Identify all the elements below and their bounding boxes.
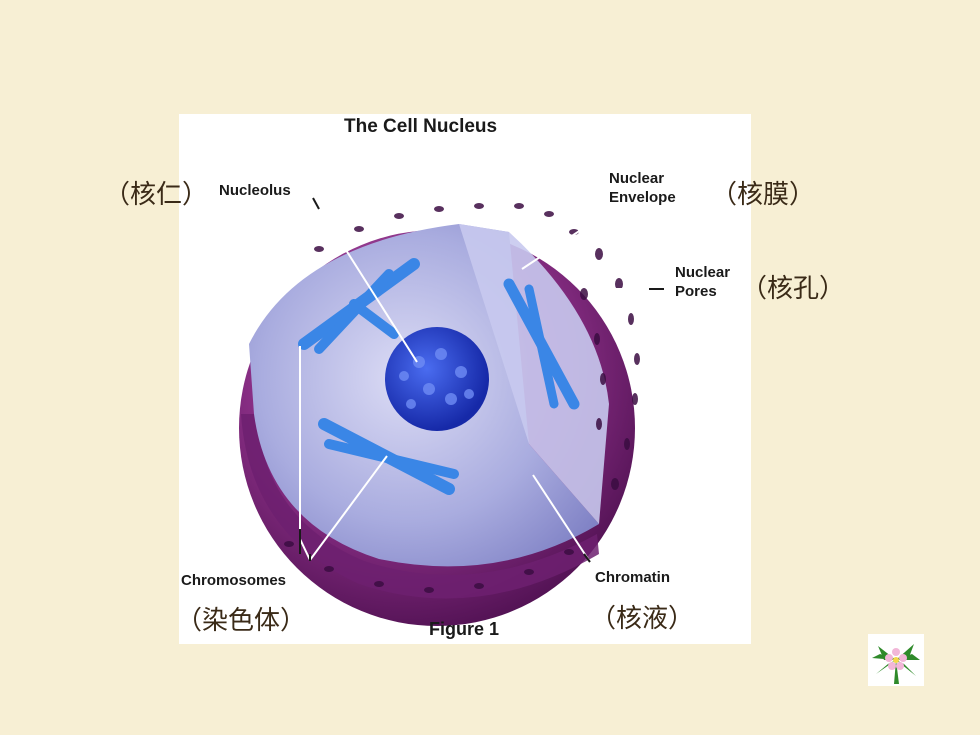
- label-nuclear-pores-2: Pores: [675, 283, 717, 300]
- label-nuclear-envelope-2: Envelope: [609, 189, 676, 206]
- label-chromatin: Chromatin: [595, 569, 670, 586]
- nucleus-diagram: [239, 197, 665, 626]
- figure-title: The Cell Nucleus: [344, 116, 498, 137]
- figure-caption: Figure 1: [429, 619, 500, 639]
- label-chromosomes: Chromosomes: [181, 572, 287, 589]
- leader-lines: [299, 197, 665, 563]
- annotation-nucleolus: （核仁）: [104, 180, 209, 210]
- leader-lines-dark: [299, 197, 664, 563]
- chromosomes: [298, 258, 580, 495]
- nucleolus-granules: [399, 348, 474, 409]
- annotation-chromosomes: （染色体）: [176, 606, 307, 636]
- label-nuclear-pores-1: Nuclear: [675, 264, 731, 281]
- label-nuclear-envelope-1: Nuclear: [609, 170, 665, 187]
- annotation-chromatin: （核液）: [590, 604, 695, 634]
- annotation-nuclear-pores: （核孔）: [741, 274, 846, 304]
- shell-rim: [241, 414, 599, 599]
- flower-icon: [868, 634, 924, 686]
- label-nucleolus: Nucleolus: [219, 182, 291, 199]
- interior-wedge: [459, 224, 609, 524]
- nucleus-figure: The Cell Nucleus Nucleolus Nuclear Envel…: [179, 114, 751, 644]
- annotation-nuclear-envelope: （核膜）: [711, 180, 816, 210]
- nuclear-pores: [284, 203, 640, 593]
